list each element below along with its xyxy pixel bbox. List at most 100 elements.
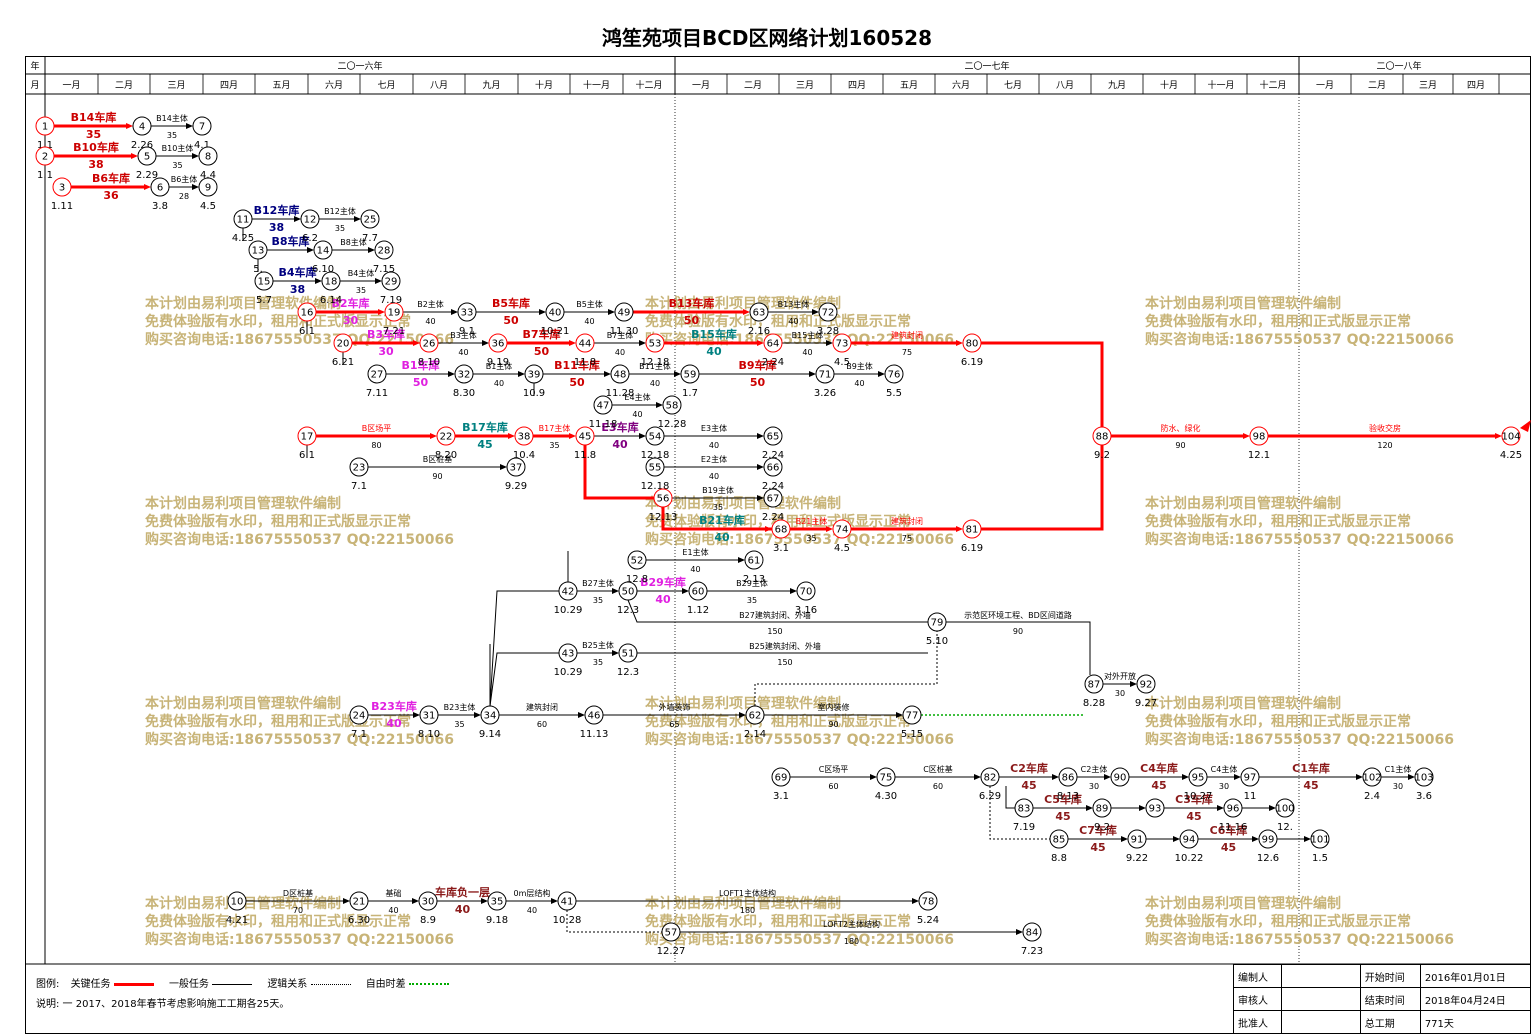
node-date: 4.25 <box>232 233 254 244</box>
arrow-head <box>354 216 361 222</box>
arrow-head <box>500 464 507 470</box>
node-id: 98 <box>1253 432 1266 443</box>
task-label: B3车库 <box>367 327 405 341</box>
network-node <box>1258 829 1278 849</box>
arrow-head <box>757 495 764 501</box>
node-id: 7 <box>199 122 205 133</box>
node-date: 3.1 <box>773 543 789 554</box>
network-node <box>506 457 526 477</box>
node-date: 8.10 <box>418 729 440 740</box>
node-id: 39 <box>528 370 541 381</box>
node-id: 96 <box>1227 804 1240 815</box>
month-header: 九月 <box>482 80 500 91</box>
month-header: 四月 <box>220 80 238 91</box>
node-id: 4 <box>139 122 145 133</box>
task-label: LOFT1主体结构 <box>719 888 776 898</box>
node-id: 68 <box>775 525 788 536</box>
node-date: 9.14 <box>479 729 501 740</box>
node-date: 6.10 <box>312 264 334 275</box>
arrow-head <box>343 898 350 904</box>
task-label: B6主体 <box>171 174 198 184</box>
node-id: 80 <box>966 339 979 350</box>
task-label: B9主体 <box>846 361 873 371</box>
network-node <box>132 116 152 136</box>
task-duration: 80 <box>371 441 381 450</box>
node-date: 7.11 <box>366 388 388 399</box>
network-node <box>1014 798 1034 818</box>
node-date: 7.19 <box>1013 822 1035 833</box>
month-header: 十月 <box>1160 79 1178 91</box>
arrow-head <box>413 340 420 346</box>
critical-branch <box>661 507 772 531</box>
arrow-head <box>956 340 963 346</box>
node-id: 51 <box>622 649 635 660</box>
node-date: 11 <box>1244 791 1257 802</box>
node-id: 14 <box>317 246 330 257</box>
task-duration: 50 <box>503 314 519 327</box>
arrow-head <box>1408 774 1415 780</box>
node-date: 1.7 <box>682 388 698 399</box>
task-duration: 35 <box>172 161 182 170</box>
task-label: B12车库 <box>254 203 300 217</box>
critical-branch <box>583 445 654 500</box>
node-id: 84 <box>1026 928 1039 939</box>
node-date: 12.27 <box>657 946 686 957</box>
task-duration: 30 <box>343 314 359 327</box>
task-duration: 30 <box>1089 782 1099 791</box>
network-node <box>384 302 404 322</box>
network-node <box>927 612 947 632</box>
node-date: 11.16 <box>1219 822 1248 833</box>
task-duration: 40 <box>612 438 628 451</box>
task-label: 室内装修 <box>818 702 850 712</box>
node-id: 90 <box>1114 773 1127 784</box>
watermark-text: 购买咨询电话:18675550537 QQ:22150066 <box>1145 531 1454 548</box>
node-id: 47 <box>597 401 610 412</box>
task-label: LOFT2主体结构 <box>823 919 880 929</box>
arrow-head <box>1252 836 1259 842</box>
network-node <box>918 891 938 911</box>
arrow-head <box>757 433 764 439</box>
month-header: 三月 <box>1419 80 1437 91</box>
node-date: 4.5 <box>834 357 850 368</box>
legend-float: 自由时差 <box>365 979 406 990</box>
network-node <box>618 643 638 663</box>
node-id: 40 <box>549 308 562 319</box>
network-node <box>584 705 604 725</box>
arrow-head <box>481 898 488 904</box>
node-id: 60 <box>692 587 705 598</box>
task-label: B27建筑封闭、外墙 <box>739 610 811 620</box>
node-id: 38 <box>518 432 531 443</box>
task-label: 防水、绿化 <box>1161 423 1201 433</box>
node-date: 9.2 <box>1094 822 1110 833</box>
arrow-head <box>656 402 663 408</box>
network-node <box>902 705 922 725</box>
task-label: B5主体 <box>576 299 603 309</box>
node-date: 3.16 <box>795 605 817 616</box>
task-label: B8主体 <box>340 237 367 247</box>
node-date: 9.1 <box>459 326 475 337</box>
arrow-head <box>682 588 689 594</box>
arrow-head <box>674 371 681 377</box>
network-node <box>248 240 268 260</box>
task-label: B25建筑封闭、外墙 <box>749 641 821 651</box>
node-id: 63 <box>753 308 766 319</box>
task-duration: 35 <box>593 658 603 667</box>
arrow-head <box>126 123 133 129</box>
node-date: 2.29 <box>136 170 158 181</box>
network-node <box>614 302 634 322</box>
node-id: 23 <box>353 463 366 474</box>
watermark-text: 免费体验版有水印，租用和正式版显示正常 <box>645 713 911 730</box>
task-duration: 40 <box>650 379 660 388</box>
network-node <box>349 457 369 477</box>
network-node <box>1092 798 1112 818</box>
network-node <box>876 767 896 787</box>
arrow-head <box>809 371 816 377</box>
node-date: 11.30 <box>610 326 639 337</box>
task-duration: 150 <box>777 658 792 667</box>
node-date: 4.30 <box>875 791 897 802</box>
task-duration: 40 <box>802 348 812 357</box>
task-duration: 120 <box>1377 441 1392 450</box>
watermark-text: 免费体验版有水印，租用和正式版显示正常 <box>1145 313 1411 330</box>
month-header: 十一月 <box>1207 79 1234 91</box>
node-date: 9.18 <box>486 915 508 926</box>
